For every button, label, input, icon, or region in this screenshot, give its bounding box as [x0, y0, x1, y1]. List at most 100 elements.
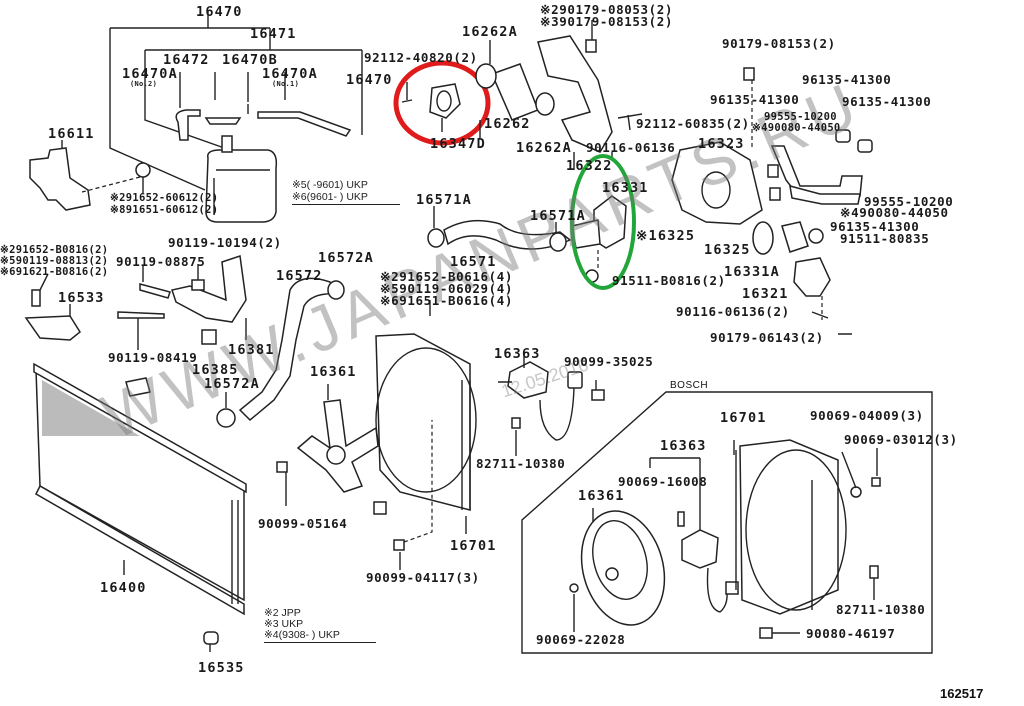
- label-16381: 16381: [228, 342, 275, 358]
- label-16471: 16471: [250, 26, 297, 42]
- green-highlight-circle: [570, 154, 636, 290]
- label-91652-b0616: ※291652-B0616(4): [380, 269, 513, 284]
- label-16470a-no2-sub: (No.2): [130, 80, 158, 88]
- label-82711-10380-left: 82711-10380: [476, 456, 566, 471]
- label-96135-41300-a: 96135-41300: [802, 72, 892, 87]
- label-90099-04117: 90099-04117(3): [366, 570, 480, 585]
- label-16572: 16572: [276, 268, 323, 284]
- bosch-section-box: [521, 391, 933, 654]
- label-16572a-bottom: 16572A: [204, 376, 260, 392]
- label-16331: 16331: [602, 180, 649, 196]
- label-16363-left: 16363: [494, 346, 541, 362]
- label-90069-16008: 90069-16008: [618, 474, 708, 489]
- label-16470a-no1-sub: (No.1): [272, 80, 300, 88]
- label-91652-b0816: ※291652-B0816(2): [0, 244, 109, 256]
- label-90116-06136-b: 90116-06136(2): [676, 304, 790, 319]
- note-3: ※3 UKP: [264, 618, 304, 630]
- label-91621-b0816: ※691621-B0816(2): [0, 266, 109, 278]
- label-16470a-no1: 16470A: [262, 66, 318, 82]
- label-16472: 16472: [163, 52, 210, 68]
- label-16611: 16611: [48, 126, 95, 142]
- label-91511-b0816: 91511-B0816(2): [612, 273, 726, 288]
- label-16533: 16533: [58, 290, 105, 306]
- label-91651-60612: ※891651-60612(2): [110, 204, 219, 216]
- cooling-fan-left: [276, 333, 605, 570]
- label-16262a-bottom: 16262A: [516, 140, 572, 156]
- label-90116-06136-a: 90116-06136: [586, 140, 676, 155]
- label-16363-right: 16363: [660, 438, 707, 454]
- label-96135-41300-c: 96135-41300: [842, 94, 932, 109]
- note-2: ※2 JPP: [264, 607, 301, 619]
- label-16571a-left: 16571A: [416, 192, 472, 208]
- label-90179-08053: ※290179-08053(2): [540, 2, 673, 17]
- label-91511-80835: 91511-80835: [840, 231, 930, 246]
- label-16701-left: 16701: [450, 538, 497, 554]
- label-90179-08153-b: 90179-08153(2): [722, 36, 836, 51]
- label-16571: 16571: [450, 254, 497, 270]
- label-16470a-no2: 16470A: [122, 66, 178, 82]
- label-90080-44050-b: ※490080-44050: [840, 205, 949, 220]
- note-5: ※5( -9601) UKP: [292, 179, 368, 191]
- label-16323: 16323: [698, 136, 745, 152]
- hose-16571: [427, 206, 572, 316]
- bracket-16611: [29, 140, 151, 211]
- reservoir-leaders: [109, 10, 363, 191]
- gasket-16347d: [401, 82, 461, 132]
- label-16325-star: ※16325: [636, 228, 696, 244]
- label-16361-right: 16361: [578, 488, 625, 504]
- label-16701-right: 16701: [720, 410, 767, 426]
- label-90069-04009: 90069-04009(3): [810, 408, 924, 423]
- label-99555-10200-b: 99555-10200: [864, 194, 954, 209]
- label-16347d: 16347D: [430, 136, 486, 152]
- label-90080-44050-a: ※490080-44050: [752, 122, 841, 134]
- label-99555-10200-a: 99555-10200: [764, 111, 837, 123]
- note-6: ※6(9601- ) UKP: [292, 191, 400, 206]
- label-90069-22028: 90069-22028: [536, 632, 626, 647]
- label-90179-06143: 90179-06143(2): [710, 330, 824, 345]
- label-92112-40820: 92112-40820(2): [364, 50, 478, 65]
- water-outlet-housing: [671, 67, 873, 335]
- label-16322: 16322: [566, 158, 613, 174]
- label-92112-60835: 92112-60835(2): [636, 116, 750, 131]
- label-16571a-right: 16571A: [530, 208, 586, 224]
- label-91652-60612: ※291652-60612(2): [110, 192, 219, 204]
- label-16325: 16325: [704, 242, 751, 258]
- label-16262a-top: 16262A: [462, 24, 518, 40]
- note-4: ※4(9308- ) UKP: [264, 629, 376, 644]
- label-90179-08153-a: ※390179-08153(2): [540, 14, 673, 29]
- label-16400: 16400: [100, 580, 147, 596]
- label-90099-05164: 90099-05164: [258, 516, 348, 531]
- bosch-label: BOSCH: [670, 380, 709, 391]
- label-90119-08875: 90119-08875: [116, 254, 206, 269]
- bracket-16381: [24, 255, 247, 350]
- label-16385: 16385: [192, 362, 239, 378]
- label-90069-03012: 90069-03012(3): [844, 432, 958, 447]
- label-16262: 16262: [484, 116, 531, 132]
- red-highlight-circle: [393, 60, 491, 146]
- label-90119-08419: 90119-08419: [108, 350, 198, 365]
- label-96135-41300-d: 96135-41300: [830, 219, 920, 234]
- label-16572a-top: 16572A: [318, 250, 374, 266]
- water-hoses-16262: [475, 20, 643, 170]
- figure-number: 162517: [940, 686, 984, 701]
- label-90080-46197: 90080-46197: [806, 626, 896, 641]
- label-90119-06029: ※590119-06029(4): [380, 281, 513, 296]
- radiator-16400: [33, 362, 247, 652]
- label-90119-08813: ※590119-08813(2): [0, 255, 109, 267]
- label-90119-10194: 90119-10194(2): [168, 235, 282, 250]
- label-90099-35025: 90099-35025: [564, 354, 654, 369]
- label-16321: 16321: [742, 286, 789, 302]
- reservoir-tank: [175, 104, 352, 223]
- label-16361-left: 16361: [310, 364, 357, 380]
- label-16470-c: 16470: [346, 72, 393, 88]
- cooling-fan-right: [569, 439, 881, 639]
- label-82711-10380-right: 82711-10380: [836, 602, 926, 617]
- label-91651-b0616: ※691651-B0616(4): [380, 293, 513, 308]
- hose-16572: [216, 277, 345, 428]
- label-16470b: 16470B: [222, 52, 278, 68]
- label-16331a: 16331A: [724, 264, 780, 280]
- water-inlet-16331: [571, 195, 627, 283]
- label-96135-41300-b: 96135-41300: [710, 92, 800, 107]
